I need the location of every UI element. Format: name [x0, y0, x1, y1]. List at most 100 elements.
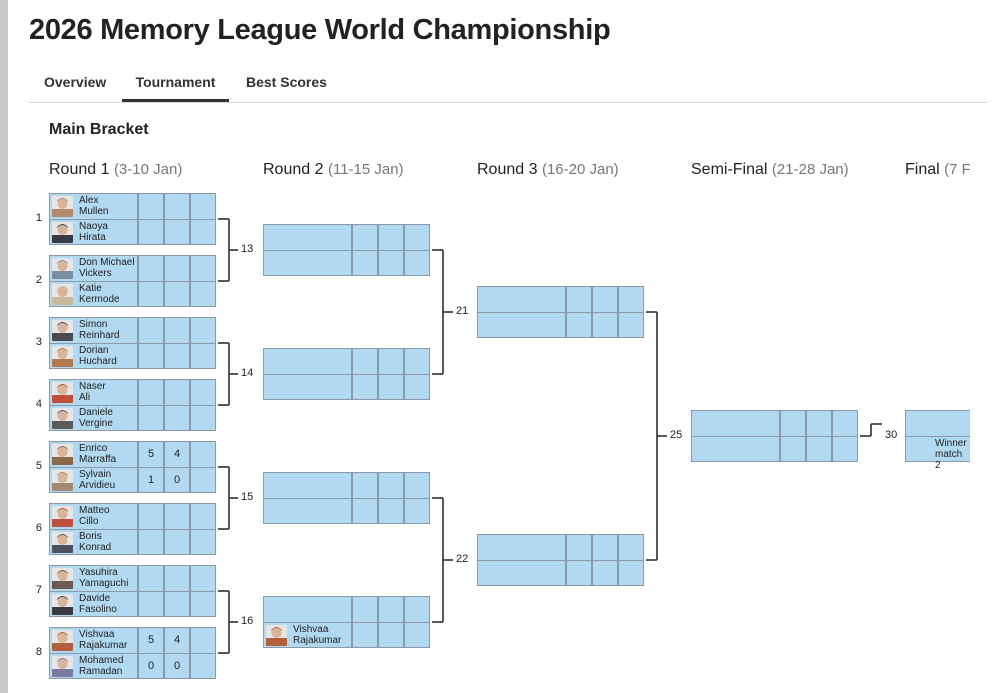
avatar — [52, 320, 73, 341]
score-cell — [378, 348, 404, 374]
player-cell[interactable] — [263, 498, 352, 524]
player-row[interactable] — [263, 348, 432, 374]
player-row[interactable] — [905, 410, 970, 436]
player-row[interactable] — [263, 498, 432, 524]
player-row[interactable] — [477, 286, 646, 312]
match-box[interactable] — [263, 224, 432, 276]
player-row[interactable] — [691, 436, 860, 462]
player-cell[interactable] — [477, 534, 566, 560]
player-row[interactable] — [477, 560, 646, 586]
player-row[interactable] — [905, 436, 970, 462]
score-cell — [164, 255, 190, 281]
avatar — [52, 630, 73, 651]
player-row[interactable] — [263, 374, 432, 400]
avatar — [266, 625, 287, 646]
player-cell[interactable] — [263, 250, 352, 276]
match-box[interactable] — [263, 472, 432, 524]
player-row[interactable] — [263, 596, 432, 622]
player-cell[interactable] — [477, 312, 566, 338]
match-box[interactable] — [905, 410, 970, 462]
player-row[interactable] — [477, 312, 646, 338]
player-cell[interactable] — [905, 410, 970, 436]
tab-tournament[interactable]: Tournament — [122, 64, 229, 102]
tab-overview[interactable]: Overview — [44, 74, 107, 90]
player-row[interactable] — [477, 534, 646, 560]
player-cell[interactable] — [263, 472, 352, 498]
player-cell[interactable] — [477, 560, 566, 586]
score-cell — [352, 622, 378, 648]
seed-number: 5 — [35, 460, 42, 472]
score-cell — [164, 219, 190, 245]
score-cell: 0 — [164, 467, 190, 493]
player-cell[interactable] — [263, 374, 352, 400]
match-box[interactable] — [263, 348, 432, 400]
player-cell[interactable] — [263, 224, 352, 250]
match-box[interactable] — [477, 534, 646, 586]
player-cell[interactable] — [477, 286, 566, 312]
player-row[interactable] — [263, 472, 432, 498]
player-cell[interactable] — [691, 410, 780, 436]
player-last-name: Cillo — [79, 516, 99, 527]
player-cell[interactable] — [691, 436, 780, 462]
round-header-3: Round 3 (16-20 Jan) — [477, 161, 619, 179]
match-box[interactable] — [691, 410, 860, 462]
player-cell[interactable] — [263, 596, 352, 622]
match-box[interactable] — [477, 286, 646, 338]
score-cell — [138, 529, 164, 555]
player-cell[interactable] — [905, 436, 970, 462]
player-first-name: Sylvain — [79, 469, 112, 480]
player-last-name: Yamaguchi — [79, 578, 129, 589]
player-row[interactable] — [263, 250, 432, 276]
player-cell[interactable] — [263, 348, 352, 374]
player-row[interactable] — [263, 224, 432, 250]
player-row[interactable] — [691, 410, 860, 436]
tab-best-scores[interactable]: Best Scores — [246, 74, 327, 90]
